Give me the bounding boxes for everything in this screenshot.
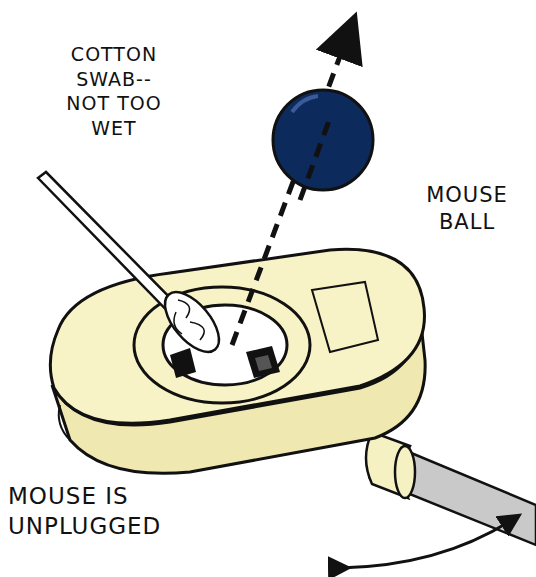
roller [170,348,196,378]
button-seam [312,282,378,352]
roller-shine [255,355,272,371]
ball-highlight [292,96,318,112]
removal-arrow-over [300,118,330,200]
edge-seam [59,405,70,440]
callout-label: COTTON SWAB-- NOT TOO WET [62,42,166,141]
callout-label: MOUSE IS UNPLUGGED [8,482,158,542]
motion-arrow [340,520,512,568]
cotton-swab [38,172,229,361]
callout-label: MOUSE BALL [408,182,526,237]
roller [246,346,280,378]
mouse-ball [273,90,373,190]
mouse-cable [366,432,536,545]
